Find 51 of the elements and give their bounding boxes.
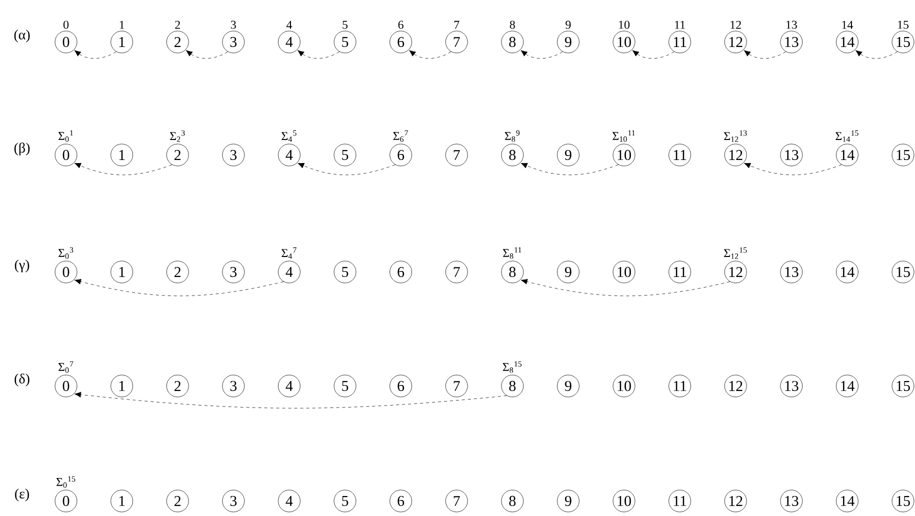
- index-label: Σ$_{0}$15: [56, 476, 76, 488]
- dashed-arrow: [744, 50, 786, 59]
- row-label: (β): [14, 142, 30, 156]
- dashed-arrow: [744, 162, 842, 176]
- index-label: 7: [454, 20, 460, 29]
- index-label: Σ$_{8}$15: [502, 361, 522, 373]
- row-label: (δ): [14, 374, 30, 386]
- index-label: Σ$_{2}$3: [170, 130, 185, 142]
- index-label: 11: [675, 20, 685, 29]
- dashed-arrow: [74, 50, 116, 59]
- index-label: Σ$_{0}$1: [58, 130, 74, 142]
- index-label: Σ$_{8}$11: [503, 247, 522, 259]
- index-label: 2: [175, 20, 180, 29]
- dashed-arrow: [74, 392, 507, 408]
- row-label: (α): [14, 30, 30, 42]
- dashed-arrow: [298, 50, 340, 59]
- index-label: 3: [231, 20, 236, 29]
- dashed-arrow: [74, 278, 284, 296]
- dashed-arrow: [520, 278, 730, 296]
- index-label: Σ$_{12}$13: [724, 130, 747, 142]
- index-label: 10: [619, 20, 630, 29]
- row-label: (γ): [14, 260, 30, 272]
- dashed-arrow: [186, 50, 228, 59]
- dashed-arrow: [856, 50, 898, 59]
- index-label: 8: [510, 20, 515, 29]
- index-label: Σ$_{6}$7: [393, 130, 408, 142]
- index-label: Σ$_{0}$3: [58, 247, 74, 259]
- row-label: (ε): [15, 488, 29, 502]
- index-label: 4: [286, 20, 292, 29]
- dashed-arrow: [298, 162, 396, 176]
- index-label: Σ$_{4}$5: [282, 130, 296, 142]
- index-label: 14: [842, 20, 854, 29]
- index-label: 1: [120, 20, 124, 29]
- index-label: 12: [730, 20, 741, 29]
- index-label: 9: [566, 20, 571, 29]
- index-label: 6: [398, 20, 404, 29]
- index-label: 0: [63, 20, 69, 29]
- index-label: 15: [898, 20, 909, 29]
- dashed-arrow: [74, 162, 172, 176]
- index-label: Σ$_{10}$11: [612, 130, 635, 142]
- dashed-arrow: [409, 50, 452, 59]
- index-label: Σ$_{4}$7: [282, 247, 296, 259]
- dashed-arrow: [632, 50, 674, 59]
- index-label: Σ$_{14}$15: [836, 130, 858, 142]
- dashed-arrow: [520, 162, 619, 176]
- index-label: Σ$_{12}$15: [724, 247, 747, 259]
- index-label: Σ$_{8}$9: [504, 130, 520, 142]
- index-label: 13: [786, 20, 797, 29]
- index-label: 5: [342, 20, 348, 29]
- dashed-arrow: [520, 50, 563, 59]
- index-label: Σ$_{0}$7: [58, 361, 74, 373]
